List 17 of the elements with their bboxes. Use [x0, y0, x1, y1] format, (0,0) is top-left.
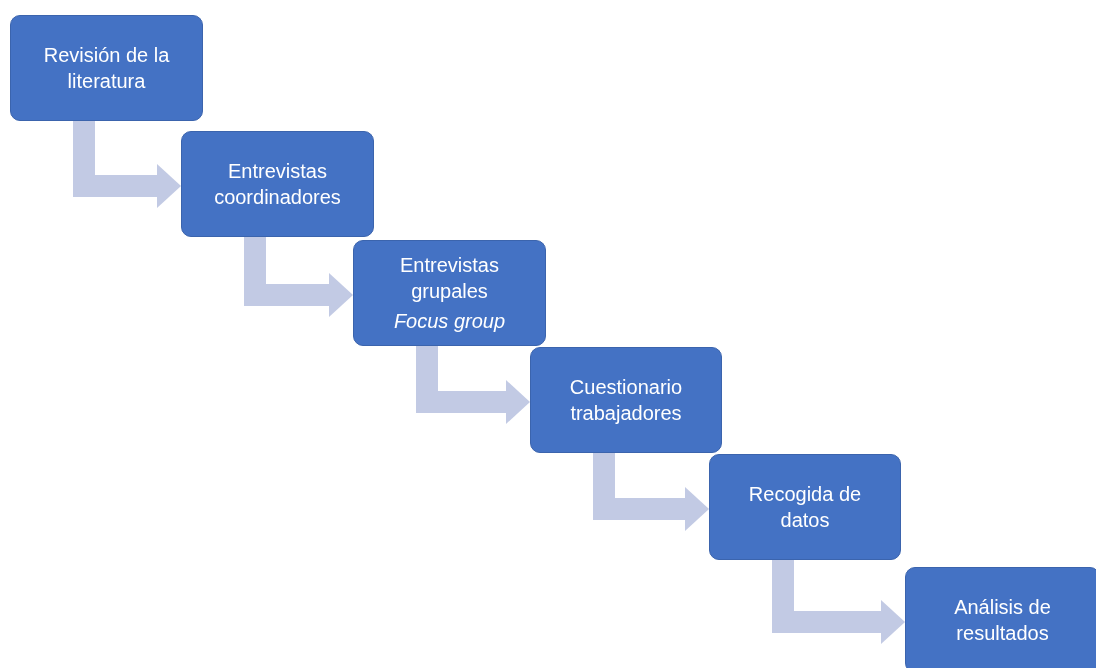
- process-box: [530, 347, 722, 453]
- box-text: Análisis de resultados: [953, 595, 1052, 646]
- process-box: [10, 15, 203, 121]
- bent-arrow: [416, 346, 530, 424]
- box-text: Recogida de datos: [747, 482, 863, 533]
- box-text: Cuestionario trabajadores: [568, 375, 684, 426]
- process-box: [709, 454, 901, 560]
- box-text: Revisión de la literatura: [42, 43, 171, 94]
- process-box: [181, 131, 374, 237]
- process-box: [905, 567, 1096, 668]
- bent-arrow: [772, 560, 905, 644]
- process-box: [353, 240, 546, 346]
- box-text: Entrevistas grupales: [399, 253, 500, 304]
- box-text: Entrevistas coordinadores: [213, 159, 342, 210]
- bent-arrow: [593, 453, 709, 531]
- box-text: Focus group: [393, 309, 506, 334]
- bent-arrow: [244, 237, 353, 317]
